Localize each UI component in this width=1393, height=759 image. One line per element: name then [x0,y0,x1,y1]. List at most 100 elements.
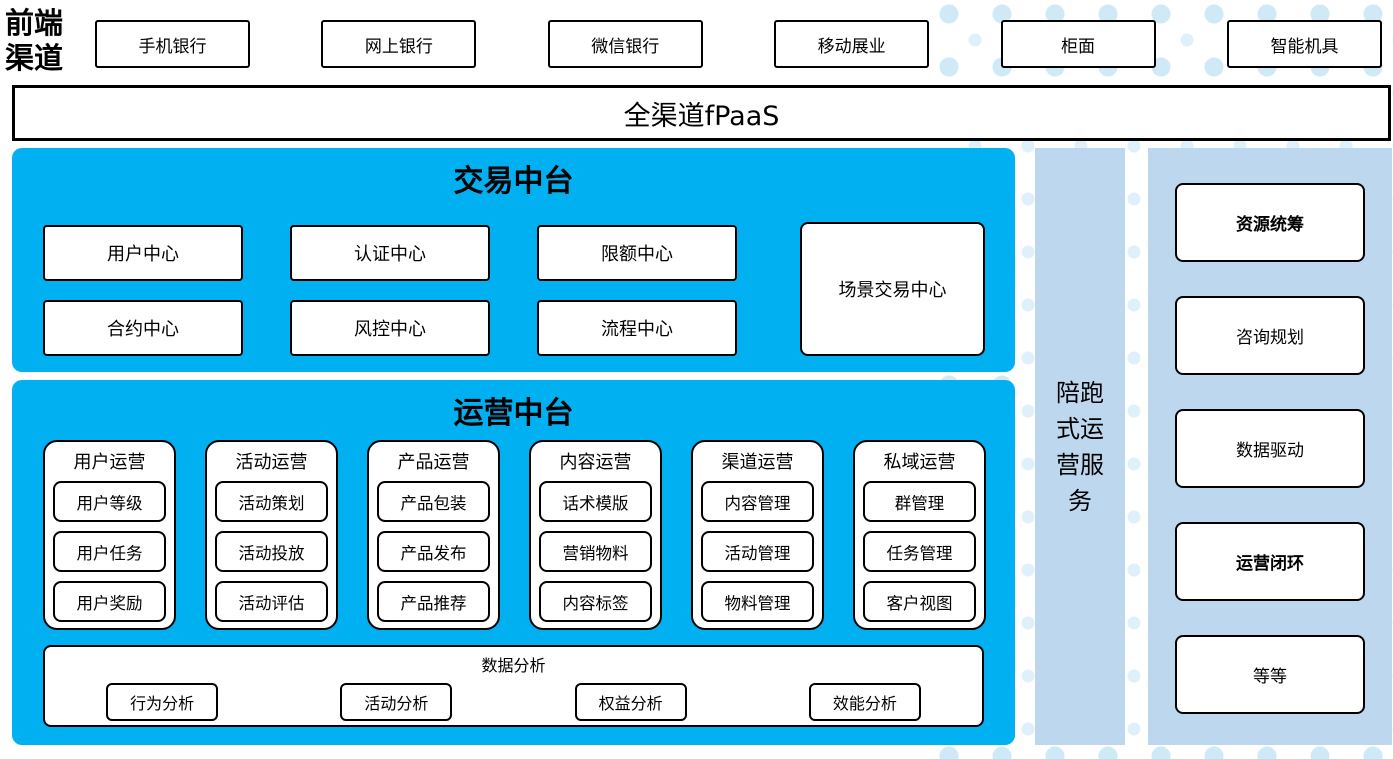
transaction-center-box: 用户中心 [43,225,243,281]
transaction-center-label: 流程中心 [601,319,673,340]
operation-item-box: 活动评估 [215,581,328,622]
analysis-box-label: 权益分析 [598,694,663,713]
channel-box-label: 手机银行 [138,36,207,57]
operation-item-box: 用户奖励 [53,581,166,622]
data-analysis-container: 数据分析 行为分析 活动分析 权益分析 效能分析 [43,645,984,727]
transaction-center-label: 认证中心 [354,244,426,265]
transaction-platform-title: 交易中台 [453,164,574,199]
channel-box-label: 柜面 [1061,36,1096,57]
transaction-center-box: 合约中心 [43,300,243,356]
service-box: 等等 [1175,635,1365,714]
channel-box: 微信银行 [547,20,703,68]
analysis-box-label: 活动分析 [364,694,429,713]
operation-group-items: 群管理 任务管理 客户视图 [863,481,976,622]
operation-item-box: 客户视图 [863,581,976,622]
operation-item-label: 内容标签 [562,593,629,613]
operation-item-label: 产品包装 [400,493,467,513]
service-box-label: 等等 [1253,667,1287,687]
operation-group-items: 活动策划 活动投放 活动评估 [215,481,328,622]
service-box: 咨询规划 [1175,296,1365,375]
operation-item-box: 活动投放 [215,531,328,572]
service-box: 资源统筹 [1175,183,1365,262]
operation-item-box: 用户任务 [53,531,166,572]
operation-item-box: 群管理 [863,481,976,522]
operation-group-title: 私域运营 [883,452,956,473]
operation-group-box: 渠道运营 内容管理 活动管理 物 [691,440,824,630]
operation-group-items: 产品包装 产品发布 产品推荐 [377,481,490,622]
accompany-service-label: 陪跑式运营服务 [1056,378,1104,515]
operation-item-box: 物料管理 [701,581,814,622]
operation-item-box: 营销物料 [539,531,652,572]
fpaas-bar: 全渠道fPaaS [12,85,1391,141]
channel-box: 柜面 [1000,20,1156,68]
channel-box: 移动展业 [774,20,930,68]
transaction-center-label: 限额中心 [601,244,673,265]
channel-box-label: 智能机具 [1270,36,1339,57]
analysis-box-label: 行为分析 [130,694,195,713]
operation-item-label: 用户任务 [76,543,143,563]
operation-item-label: 活动管理 [724,543,791,563]
operation-item-label: 物料管理 [724,593,791,613]
operation-item-label: 话术模版 [562,493,629,513]
operation-group-box: 内容运营 话术模版 营销物料 内 [529,440,662,630]
service-box-label: 运营闭环 [1236,554,1304,574]
transaction-center-box: 风控中心 [290,300,490,356]
operation-item-label: 内容管理 [724,493,791,513]
operation-item-box: 任务管理 [863,531,976,572]
channel-box: 手机银行 [95,20,250,68]
service-box: 运营闭环 [1175,522,1365,601]
operation-group-items: 内容管理 活动管理 物料管理 [701,481,814,622]
operation-group-box: 私域运营 群管理 任务管理 客户 [853,440,986,630]
transaction-center-label: 风控中心 [354,319,426,340]
operation-group-title: 用户运营 [73,452,146,473]
service-box-label: 咨询规划 [1236,328,1304,348]
operation-item-label: 活动投放 [238,543,305,563]
operation-item-label: 任务管理 [886,543,953,563]
operation-item-box: 产品包装 [377,481,490,522]
channel-box-label: 网上银行 [364,36,433,57]
transaction-platform-panel: 交易中台 用户中心 认证中心 限额中心 合约中心 [12,148,1015,372]
operation-item-label: 产品发布 [400,543,467,563]
operation-item-label: 用户等级 [76,493,143,513]
transaction-center-label: 用户中心 [107,244,179,265]
service-box-label: 资源统筹 [1236,215,1304,235]
operation-group-box: 产品运营 产品包装 产品发布 产 [367,440,500,630]
operation-item-label: 活动评估 [238,593,305,613]
operation-platform-title: 运营中台 [453,396,574,431]
service-box: 数据驱动 [1175,409,1365,488]
channel-box: 网上银行 [321,20,477,68]
fpaas-bar-label: 全渠道fPaaS [623,100,780,132]
data-analysis-title: 数据分析 [481,656,546,675]
analysis-box: 活动分析 [340,683,453,721]
operation-item-label: 营销物料 [562,543,629,563]
operation-group-items: 用户等级 用户任务 用户奖励 [53,481,166,622]
operation-group-title: 活动运营 [235,452,308,473]
operation-group-items: 话术模版 营销物料 内容标签 [539,481,652,622]
scene-transaction-center-label: 场景交易中心 [838,280,947,301]
analysis-box: 权益分析 [574,683,687,721]
operation-group-title: 渠道运营 [721,452,794,473]
transaction-row-2: 合约中心 风控中心 流程中心 [43,300,737,356]
service-panel: 资源统筹 咨询规划 数据驱动 运营闭环 等等 [1148,148,1392,745]
scene-transaction-center-box: 场景交易中心 [800,222,985,356]
data-analysis-items: 行为分析 活动分析 权益分析 效能分析 [45,683,982,721]
operation-item-box: 活动策划 [215,481,328,522]
analysis-box: 行为分析 [106,683,219,721]
operation-item-box: 话术模版 [539,481,652,522]
channel-box-label: 移动展业 [817,36,886,57]
operation-item-box: 用户等级 [53,481,166,522]
analysis-box: 效能分析 [808,683,921,721]
operation-group-box: 活动运营 活动策划 活动投放 活 [205,440,338,630]
operation-item-box: 内容标签 [539,581,652,622]
operation-groups: 用户运营 用户等级 用户任务 用 [43,440,986,630]
operation-item-label: 客户视图 [886,593,953,613]
operation-item-box: 内容管理 [701,481,814,522]
transaction-center-label: 合约中心 [107,319,179,340]
transaction-row-1: 用户中心 认证中心 限额中心 [43,225,737,281]
channel-box-label: 微信银行 [591,36,660,57]
operation-item-box: 活动管理 [701,531,814,572]
operation-group-title: 产品运营 [397,452,470,473]
channel-box: 智能机具 [1226,20,1382,68]
analysis-box-label: 效能分析 [832,694,897,713]
